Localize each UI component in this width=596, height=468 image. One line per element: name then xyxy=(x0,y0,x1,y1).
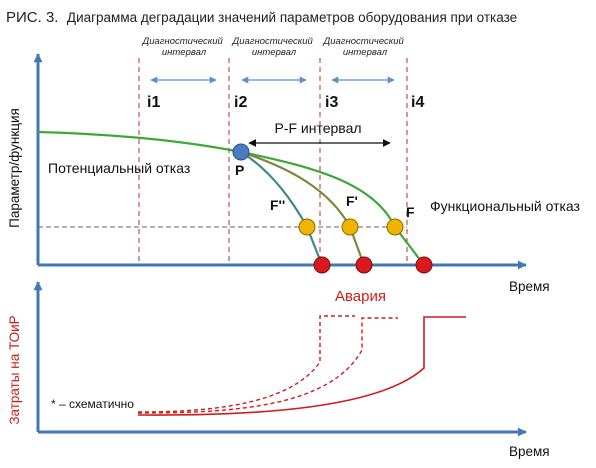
diagnostic-interval-label-1: Диагностический интервал xyxy=(142,36,226,58)
degradation-curve-start xyxy=(37,130,242,154)
cost-curve-f xyxy=(137,316,466,416)
diagnostic-interval-labels: Диагностический интервал Диагностический… xyxy=(142,36,407,58)
top-chart-axes xyxy=(33,53,527,270)
degradation-curve-f xyxy=(240,150,425,266)
top-y-axis-title: Параметр/функция xyxy=(7,108,22,228)
bottom-chart-axes xyxy=(33,281,527,437)
point-label-f2: F'' xyxy=(270,197,285,213)
interval-label-i2: i2 xyxy=(234,94,247,111)
interval-lines xyxy=(138,58,408,265)
potential-failure-point xyxy=(232,143,250,161)
interval-label-i3: i3 xyxy=(325,94,338,111)
figure-number: РИС. 3. xyxy=(6,9,58,26)
cost-curve-f2 xyxy=(137,315,355,413)
figure-caption: РИС. 3. Диаграмма деградации значений па… xyxy=(6,9,517,26)
functional-failure-point-f xyxy=(386,218,404,236)
point-label-f1: F' xyxy=(346,193,358,209)
schematic-note: * – схематично xyxy=(51,397,134,411)
point-label-f: F xyxy=(406,204,415,220)
potential-failure-label: Потенциальный отказ xyxy=(48,160,190,176)
breakdown-point-f2 xyxy=(313,256,331,274)
bottom-y-axis-title: Затраты на ТОиР xyxy=(7,315,22,424)
bottom-x-axis-title: Время xyxy=(509,444,550,459)
top-x-axis-title: Время xyxy=(509,279,550,294)
functional-failure-point-f1 xyxy=(341,218,359,236)
diagnostic-interval-label-2: Диагностический интервал xyxy=(232,36,316,58)
functional-failure-point-f2 xyxy=(298,218,316,236)
degradation-curves xyxy=(37,130,425,266)
cost-curve-f1 xyxy=(137,317,398,414)
breakdown-point-f xyxy=(415,256,433,274)
interval-label-i1: i1 xyxy=(147,94,160,111)
breakdown-point-f1 xyxy=(355,256,373,274)
diagnostic-interval-label-3: Диагностический интервал xyxy=(323,36,407,58)
interval-label-i4: i4 xyxy=(411,94,424,111)
cost-curves xyxy=(137,315,466,416)
figure-title: Диаграмма деградации значений параметров… xyxy=(67,10,517,25)
accident-label: Авария xyxy=(335,288,386,305)
pf-interval-label: P-F интервал xyxy=(274,120,361,136)
functional-failure-label: Функциональный отказ xyxy=(430,198,580,214)
point-label-p: P xyxy=(235,162,244,178)
